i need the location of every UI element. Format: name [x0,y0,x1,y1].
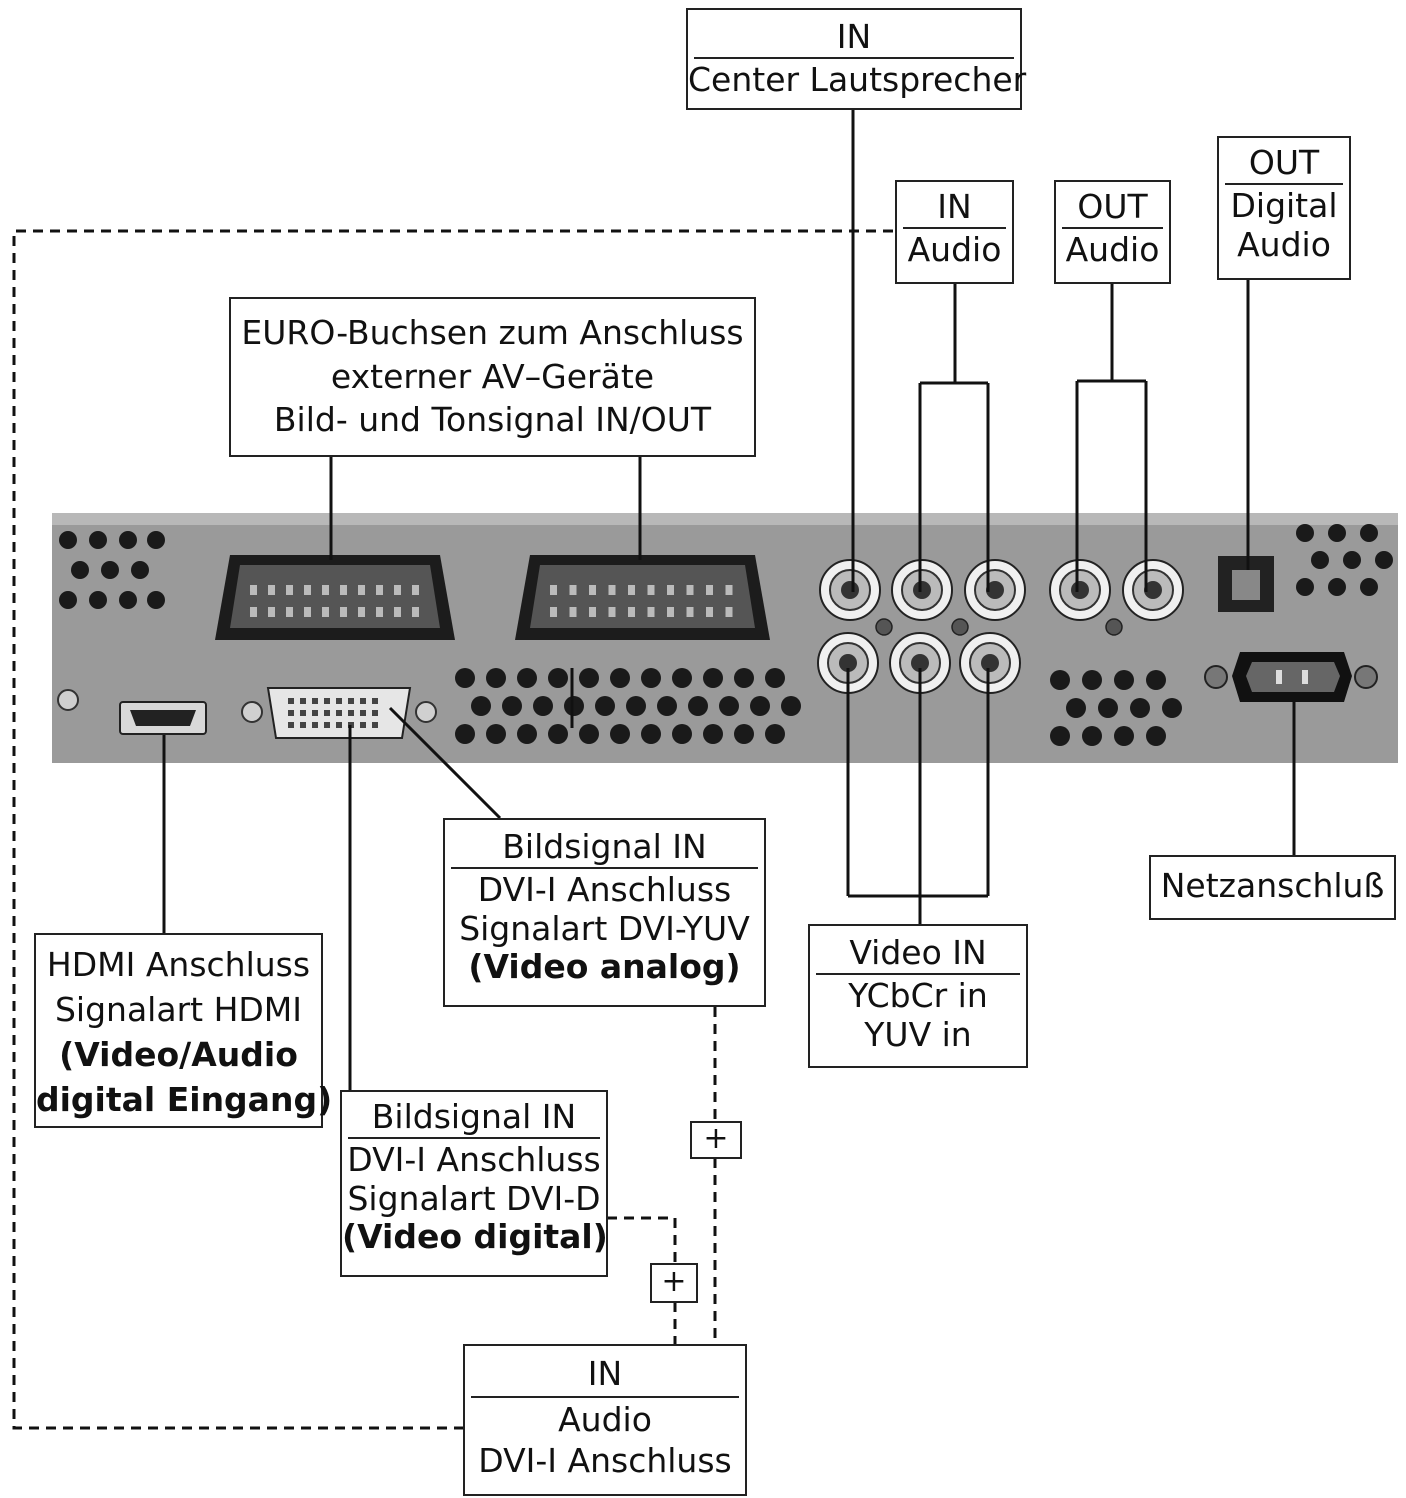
euro-line-2: externer AV–Geräte [330,356,655,396]
hdmi-connector [119,701,207,735]
vent-grid-right-upper [1296,524,1393,596]
audio-in-top-label: IN [937,187,972,226]
dvi-audio-line-3: DVI-I Anschluss [478,1440,732,1480]
audio-out-top-label: OUT [1077,187,1148,226]
mains-socket [1204,652,1378,702]
digital-audio-line-2: Audio [1237,224,1331,264]
dvi-yuv-line-2: DVI-I Anschluss [477,870,732,910]
label-dvi-audio-in: IN Audio DVI-I Anschluss [463,1344,747,1496]
label-center-speaker-in: IN Center Lautsprecher [686,8,1027,110]
dvi-yuv-line-4: (Video analog) [468,946,741,986]
audio-in-bottom-label: Audio [907,230,1002,270]
label-video-in: Video IN YCbCr in YUV in [808,924,1028,1068]
label-hdmi: HDMI Anschluss Signalart HDMI (Video/Aud… [34,933,333,1128]
label-mains: Netzanschluß [1149,855,1396,920]
hdmi-line-1: HDMI Anschluss [46,945,311,984]
video-in-top-label: Video IN [849,933,987,972]
dvi-audio-line-2: Audio [558,1399,652,1439]
plus-junction-2: + [650,1263,698,1303]
scart-connector-2 [515,555,770,640]
dvi-d-line-2: DVI-I Anschluss [347,1140,601,1180]
plus-junction-2-label: + [661,1264,687,1299]
dvi-connector [241,687,437,739]
hdmi-line-4: digital Eingang) [36,1079,333,1119]
label-audio-out: OUT Audio [1054,180,1171,284]
euro-line-1: EURO-Buchsen zum Anschluss [241,313,744,352]
label-dvi-d: Bildsignal IN DVI-I Anschluss Signalart … [340,1090,608,1277]
euro-line-3: Bild- und Tonsignal IN/OUT [273,400,712,440]
dvi-yuv-top-label: Bildsignal IN [502,827,707,866]
plus-junction-1: + [690,1121,742,1159]
video-in-line-2: YCbCr in [848,976,988,1016]
dvi-yuv-line-3: Signalart DVI-YUV [459,908,750,948]
dvi-d-line-3: Signalart DVI-D [347,1178,601,1218]
center-speaker-label: Center Lautsprecher [688,60,1027,100]
vent-grid-right-lower [1050,670,1182,746]
optical-connector [1218,556,1274,612]
hdmi-line-3: (Video/Audio [59,1034,298,1074]
dvi-audio-in-top-label: IN [587,1354,623,1393]
plus-junction-1-label: + [703,1121,729,1156]
dvi-d-line-4: (Video digital) [342,1216,608,1256]
label-dvi-yuv: Bildsignal IN DVI-I Anschluss Signalart … [443,818,766,1007]
video-in-line-3: YUV in [864,1014,972,1054]
hdmi-line-2: Signalart HDMI [54,989,303,1029]
vent-grid-left [59,531,165,609]
mains-label: Netzanschluß [1160,866,1385,905]
label-euro-sockets: EURO-Buchsen zum Anschluss externer AV–G… [229,297,756,457]
vent-grid-center [455,668,801,744]
dvi-d-top-label: Bildsignal IN [371,1097,577,1136]
audio-out-bottom-label: Audio [1065,230,1160,270]
rca-jack-center [817,559,1184,694]
digital-audio-line-1: Digital [1230,186,1338,226]
label-audio-in: IN Audio [895,180,1014,284]
scart-connector-1 [215,555,455,640]
center-speaker-in-label: IN [836,17,872,56]
label-digital-audio-out: OUT Digital Audio [1217,136,1351,280]
digital-audio-out-top-label: OUT [1248,143,1320,182]
